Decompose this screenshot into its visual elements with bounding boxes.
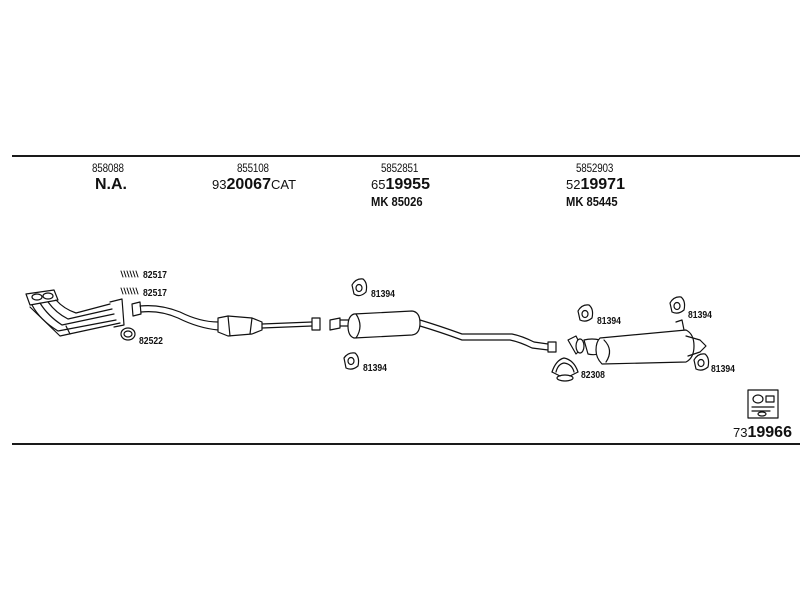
column-4-prefix: 52 [566, 177, 581, 192]
column-4-mk: MK 85445 [566, 194, 618, 209]
label-hanger-b: 82517 [143, 287, 167, 299]
column-1-ref: 858088 [92, 161, 124, 175]
column-2-number: 20067 [226, 176, 271, 193]
label-mount-5: 81394 [711, 363, 735, 375]
column-1-main: N.A. [95, 176, 127, 193]
kit-number: 7319966 [733, 424, 792, 442]
label-mount-4: 81394 [688, 309, 712, 321]
column-2-prefix: 93 [212, 177, 227, 192]
column-2-suffix: CAT [270, 177, 297, 192]
rubber-mount-icon [693, 353, 710, 371]
column-4-part-number: 5219971 [566, 176, 625, 194]
column-3-number: 19955 [385, 176, 430, 193]
label-gasket: 82522 [139, 335, 163, 347]
rubber-mount-icon [351, 278, 368, 297]
rear-muffler [567, 319, 707, 365]
column-3-mk: MK 85026 [371, 194, 423, 209]
label-clamp: 82308 [581, 369, 605, 381]
column-3-part-number: 6519955 [371, 176, 430, 194]
top-divider-line [12, 155, 800, 157]
rubber-mount-icon [343, 352, 360, 370]
rubber-mount-icon [669, 296, 686, 314]
mounting-kit-icon [747, 389, 779, 419]
label-mount-3: 81394 [597, 315, 621, 327]
label-mount-2: 81394 [363, 362, 387, 374]
column-4-number: 19971 [580, 176, 625, 193]
kit-prefix: 73 [733, 425, 748, 440]
clamp-icon [551, 357, 579, 382]
rubber-mount-icon [577, 304, 594, 322]
exhaust-manifold [25, 289, 125, 337]
gasket-ring-icon [120, 327, 136, 341]
middle-muffler [329, 310, 557, 353]
flange-connector [131, 301, 142, 317]
bottom-divider-line [12, 443, 800, 445]
column-3-ref: 5852851 [381, 161, 419, 175]
hanger-82517-icon [120, 270, 139, 278]
column-4-ref: 5852903 [576, 161, 614, 175]
column-2-part-number: 9320067CAT [212, 176, 296, 194]
kit-main-number: 19966 [747, 424, 792, 441]
column-3-prefix: 65 [371, 177, 386, 192]
column-2-ref: 855108 [237, 161, 269, 175]
label-hanger-a: 82517 [143, 269, 167, 281]
catalytic-converter-pipe [139, 305, 321, 337]
label-mount-1: 81394 [371, 288, 395, 300]
hanger-82517-icon [120, 287, 139, 295]
